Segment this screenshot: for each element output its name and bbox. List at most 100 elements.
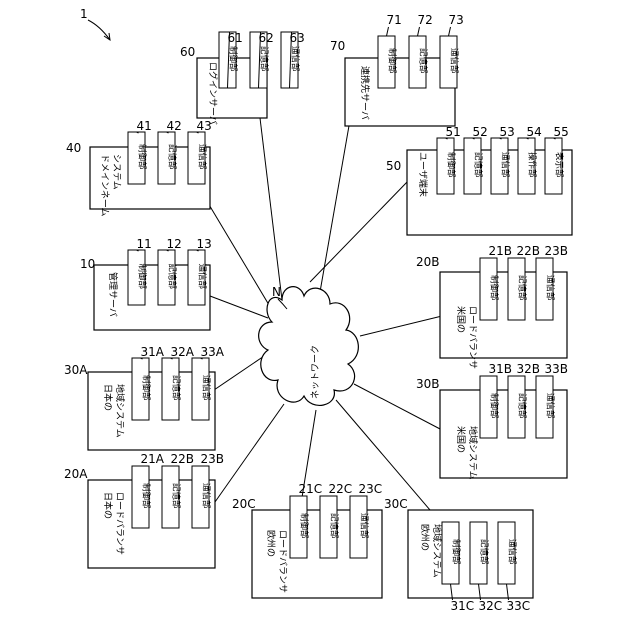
unit-30b-sub-32b-label: 記憶部 — [517, 393, 528, 419]
unit-70-sub-72-leader — [418, 27, 420, 36]
figure-ref-arrow — [88, 20, 110, 40]
unit-40-sub-42-ref: 42 — [167, 119, 182, 133]
link-10 — [210, 296, 268, 318]
unit-30b-sub-31b-label: 制御部 — [489, 393, 500, 419]
link-20a — [215, 404, 284, 502]
unit-60: 60ログインサーバ制御部61記憶部62通信部63 — [180, 31, 305, 125]
unit-20c-sub-23c-ref: 23C — [359, 482, 383, 496]
figure-ref: 1 — [80, 7, 110, 40]
unit-20b-title-line: 米国の — [455, 306, 467, 333]
network-ref: N — [272, 285, 281, 299]
unit-30a-sub-32a-label: 記憶部 — [171, 375, 182, 401]
unit-40-title-line: ドメインネーム — [99, 154, 110, 217]
unit-30c-sub-32c-ref: 32C — [479, 599, 503, 613]
unit-70-sub-73-label: 通信部 — [449, 48, 460, 74]
unit-20a-title-line: 日本の — [102, 492, 114, 519]
unit-70-sub-71-ref: 71 — [387, 13, 402, 27]
unit-50-sub-51-label: 制御部 — [446, 152, 457, 178]
unit-10-sub-13-label: 通信部 — [197, 264, 208, 290]
unit-40-title-line: システム — [111, 154, 122, 190]
unit-60-title-line: ログインサーバ — [207, 62, 219, 125]
unit-10-sub-11-ref: 11 — [137, 237, 152, 251]
unit-20b-ref: 20B — [416, 255, 440, 269]
figure-label: 1 — [80, 7, 88, 21]
unit-20b-sub-21b-label: 制御部 — [489, 275, 500, 301]
unit-20c: 20C欧州のロードバランサ制御部21C記憶部22C通信部23C — [232, 482, 382, 598]
unit-30a-sub-33a-label: 通信部 — [201, 375, 212, 401]
unit-10: 10管理サーバ制御部11記憶部12通信部13 — [80, 237, 212, 330]
unit-70-sub-73-ref: 73 — [449, 13, 464, 27]
unit-70-title-line: 連携先サーバ — [359, 66, 371, 120]
unit-70: 70 連携先サーバ 制御部 71 記憶部 72 通信部 73 — [330, 13, 464, 126]
unit-20c-sub-21c-label: 制御部 — [299, 513, 310, 539]
unit-30a-sub-31a-ref: 31A — [141, 345, 165, 359]
unit-70-sub-72-ref: 72 — [418, 13, 433, 27]
unit-70-ref: 70 — [330, 39, 345, 53]
unit-70-sub-73-leader — [449, 27, 451, 36]
unit-20c-sub-22c-ref: 22C — [329, 482, 353, 496]
unit-30b-sub-33b-ref: 33B — [545, 362, 569, 376]
unit-30c-sub-33c-label: 通信部 — [507, 539, 518, 565]
unit-20a-sub-23b-label: 通信部 — [201, 483, 212, 509]
unit-10-title-line: 管理サーバ — [107, 272, 119, 317]
unit-30c-title-line: 地域システム — [431, 524, 443, 578]
unit-30c-ref: 30C — [384, 497, 408, 511]
unit-50-sub-53-label: 通信部 — [500, 152, 511, 178]
unit-20a-sub-21a-label: 制御部 — [141, 483, 152, 509]
unit-20c-title-line: 欧州の — [265, 530, 277, 557]
unit-50: 50ユーザ端末制御部51記憶部52通信部53操作部54表示部55 — [386, 125, 572, 235]
unit-20a: 20A日本のロードバランサ制御部21A記憶部22B通信部23B — [64, 452, 224, 568]
unit-40-ref: 40 — [66, 141, 81, 155]
unit-30c-sub-32c-label: 記憶部 — [479, 539, 490, 565]
unit-20b-sub-22b-ref: 22B — [517, 244, 541, 258]
unit-10-ref: 10 — [80, 257, 95, 271]
unit-30c-sub-31c-label: 制御部 — [451, 539, 462, 565]
unit-30b-sub-33b-label: 通信部 — [545, 393, 556, 419]
unit-20c-title-line: ロードバランサ — [277, 530, 288, 593]
unit-30b-ref: 30B — [416, 377, 440, 391]
unit-30a-sub-31a-label: 制御部 — [141, 375, 152, 401]
unit-30a: 30A日本の地域システム制御部31A記憶部32A通信部33A — [64, 345, 225, 450]
unit-20c-sub-21c-ref: 21C — [299, 482, 323, 496]
unit-20c-sub-22c-label: 記憶部 — [329, 513, 340, 539]
link-60 — [260, 118, 282, 300]
network-label: ネットワーク — [310, 345, 321, 399]
unit-40-sub-41-ref: 41 — [137, 119, 152, 133]
unit-50-sub-51-ref: 51 — [446, 125, 461, 139]
unit-70-sub-71-label: 制御部 — [387, 48, 398, 74]
unit-50-sub-54-ref: 54 — [527, 125, 542, 139]
unit-20b-sub-21b-ref: 21B — [489, 244, 513, 258]
unit-10-sub-12-ref: 12 — [167, 237, 182, 251]
unit-10-sub-12-label: 記憶部 — [167, 264, 178, 290]
unit-60-ref: 60 — [180, 45, 195, 59]
unit-20b-title-line: ロードバランサ — [467, 306, 478, 369]
unit-30a-title-line: 日本の — [102, 384, 114, 411]
unit-20b: 20B 米国のロードバランサ制御部 21B 記憶部 22B 通信部 23B — [416, 244, 568, 369]
unit-10-sub-11-label: 制御部 — [137, 264, 148, 290]
unit-20b-sub-23b-ref: 23B — [545, 244, 569, 258]
unit-20a-sub-22b-ref: 22B — [171, 452, 195, 466]
unit-50-sub-53-ref: 53 — [500, 125, 515, 139]
unit-30a-sub-33a-ref: 33A — [201, 345, 225, 359]
unit-50-sub-55-ref: 55 — [554, 125, 569, 139]
unit-30a-ref: 30A — [64, 363, 88, 377]
unit-30b-sub-31b-ref: 31B — [489, 362, 513, 376]
unit-20b-sub-22b-label: 記憶部 — [517, 275, 528, 301]
unit-30b-title-line: 地域システム — [467, 426, 479, 480]
network-cloud: ネットワーク N — [259, 285, 359, 405]
unit-30b-sub-32b-ref: 32B — [517, 362, 541, 376]
unit-50-ref: 50 — [386, 159, 401, 173]
unit-50-sub-55-label: 表示部 — [554, 152, 565, 178]
unit-30b: 30B米国の地域システム制御部31B記憶部32B通信部33B — [416, 362, 568, 480]
unit-20b-sub-23b-label: 通信部 — [545, 275, 556, 301]
unit-40: 40ドメインネームシステム制御部41記憶部42通信部43 — [66, 119, 212, 217]
unit-40-sub-43-label: 通信部 — [197, 144, 208, 170]
unit-20a-sub-23b-ref: 23B — [201, 452, 225, 466]
unit-70-sub-72-label: 記憶部 — [418, 48, 429, 74]
unit-20c-ref: 20C — [232, 497, 256, 511]
link-70 — [320, 120, 350, 292]
unit-20a-sub-21a-ref: 21A — [141, 452, 165, 466]
link-50 — [310, 180, 409, 282]
unit-40-sub-42-label: 記憶部 — [167, 144, 178, 170]
